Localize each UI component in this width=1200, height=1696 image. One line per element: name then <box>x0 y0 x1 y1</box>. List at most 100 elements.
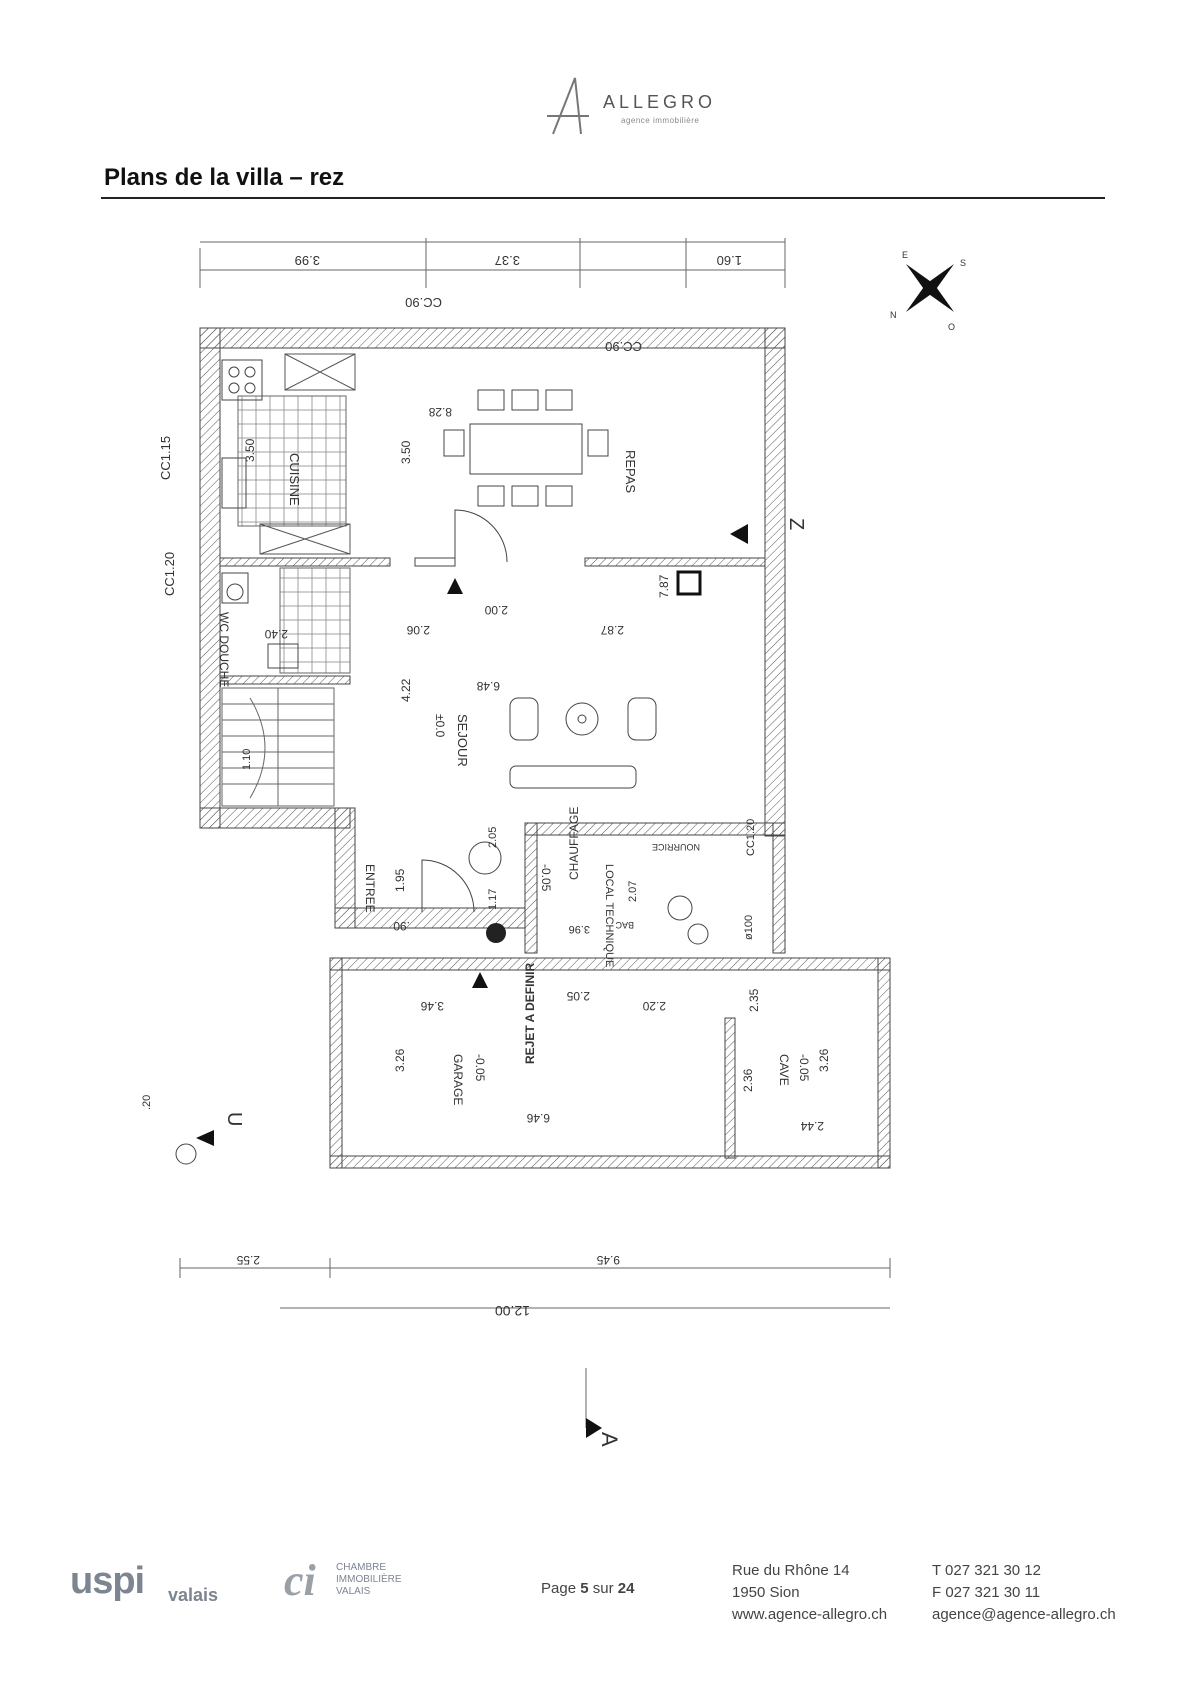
uspi-logo-subtitle: valais <box>168 1585 219 1605</box>
room-entree: ENTREE <box>363 864 377 913</box>
dim-cc120b: CC1.20 <box>745 819 757 856</box>
allegro-logo: ALLEGRO agence immobilière <box>545 74 745 138</box>
page-number: Page 5 sur 24 <box>541 1580 635 1597</box>
shower-tiles <box>279 567 351 674</box>
room-cave: CAVE <box>777 1054 791 1086</box>
page-current: 5 <box>580 1580 589 1597</box>
footer-address: Rue du Rhône 14 1950 Sion www.agence-all… <box>732 1560 887 1626</box>
dim-236: 2.36 <box>741 1068 755 1092</box>
dining-table-icon <box>443 389 609 507</box>
floor-plan: 3.99 3.37 1.60 CC.90 CC.90 N E S O <box>141 238 966 1447</box>
room-garage: GARAGE <box>451 1054 465 1105</box>
page-title: Plans de la villa – rez <box>104 164 345 191</box>
wc-icon <box>221 572 299 669</box>
dim-646: 6.46 <box>526 1111 550 1125</box>
dim-205: 2.05 <box>487 827 499 848</box>
dim-117: 1.17 <box>487 889 499 910</box>
bottom-dimension-lines <box>179 1258 891 1428</box>
fax-number: F 027 321 30 11 <box>932 1584 1041 1601</box>
room-wc-douche: WC DOUCHE <box>217 612 231 687</box>
dim-346: 3.46 <box>420 999 444 1013</box>
entry-fixture-icon <box>468 841 502 875</box>
cabinet-icons <box>259 353 356 555</box>
room-repas: REPAS <box>623 450 638 493</box>
dim-195: 1.95 <box>393 868 407 892</box>
room-cuisine: CUISINE <box>287 453 302 506</box>
ci-logo-text: CHAMBRE IMMOBILIÈRE VALAIS <box>336 1562 402 1597</box>
marker-z-arrow <box>730 524 748 544</box>
sink-icon <box>221 457 247 509</box>
dim-350b: 3.50 <box>399 440 413 464</box>
compass-o: O <box>948 322 955 332</box>
room-sejour: SEJOUR <box>455 714 470 767</box>
dim-648: 6.48 <box>476 679 500 693</box>
dim-350a: 3.50 <box>243 438 257 462</box>
level-garage: -0.05 <box>473 1054 487 1082</box>
room-rejet: REJET A DEFINIR <box>523 963 537 1064</box>
compass-s: S <box>960 258 966 268</box>
marker-a-arrow <box>586 1418 602 1438</box>
dim-205b: 2.05 <box>566 989 590 1003</box>
garage-walls <box>329 957 891 1169</box>
staircase <box>221 687 335 807</box>
living-furniture-icons <box>509 697 657 789</box>
compass-n: N <box>890 310 897 320</box>
title-underline <box>101 197 1105 199</box>
allegro-a-icon <box>547 77 589 135</box>
dim-top-a: 3.99 <box>295 253 320 268</box>
page-total: 24 <box>617 1580 635 1597</box>
address-city: 1950 Sion <box>732 1584 800 1601</box>
dim-422: 4.22 <box>399 678 413 702</box>
level-cave: -0.05 <box>797 1054 811 1082</box>
dim-945: 9.45 <box>596 1253 620 1267</box>
dim-326: 3.26 <box>393 1048 407 1072</box>
marker-u: U <box>223 1112 245 1126</box>
brand-subtitle: agence immobilière <box>621 116 700 125</box>
uspi-logo: uspi <box>70 1560 145 1602</box>
room-chauffage: CHAUFFAGE <box>567 807 581 880</box>
dim-206: 2.06 <box>406 623 430 637</box>
marker-triangle-1 <box>447 578 463 594</box>
compass-e: E <box>902 250 908 260</box>
dim-o100: ø100 <box>743 915 755 940</box>
dim-cc90-a: CC.90 <box>405 295 442 310</box>
footer-contact: T 027 321 30 12 F 027 321 30 11 agence@a… <box>932 1560 1116 1626</box>
dim-110: 1.10 <box>241 749 253 770</box>
brand-name: ALLEGRO <box>603 92 717 112</box>
website-link[interactable]: www.agence-allegro.ch <box>732 1606 888 1623</box>
marker-u-icon <box>175 1130 214 1165</box>
email-link[interactable]: agence@agence-allegro.ch <box>932 1606 1116 1623</box>
dim-787: 7.87 <box>657 574 671 598</box>
room-nourrice: NOURRICE <box>652 842 700 852</box>
dim-200: 2.00 <box>484 603 508 617</box>
marker-triangle-2 <box>472 972 488 988</box>
compass-rose-icon: N E S O <box>890 250 966 332</box>
boiler-icon <box>667 895 709 945</box>
dim-090: .90 <box>393 919 410 933</box>
level-sejour: ±0.0 <box>433 714 447 738</box>
dim-207: 2.07 <box>627 881 639 902</box>
dim-240: 2.40 <box>264 627 288 641</box>
drain-icon <box>486 923 506 943</box>
dim-235: 2.35 <box>747 988 761 1012</box>
room-local-technique: LOCAL TECHNIQUE <box>603 864 615 967</box>
dim-top-c: 1.60 <box>717 253 742 268</box>
top-dimension-lines <box>199 238 786 288</box>
dim-326b: 3.26 <box>817 1048 831 1072</box>
marker-a: A <box>597 1432 622 1447</box>
level-chauffage: -0.05 <box>539 864 553 892</box>
dim-396: 3.96 <box>569 923 590 935</box>
ci-logo: ci <box>284 1556 316 1605</box>
door-arc <box>454 509 508 563</box>
chimney-icon <box>676 570 702 596</box>
kitchen-tiles <box>237 395 347 527</box>
address-street: Rue du Rhône 14 <box>732 1562 850 1579</box>
dim-cc115: CC1.15 <box>158 436 173 480</box>
dim-20: .20 <box>141 1095 153 1110</box>
phone-number[interactable]: T 027 321 30 12 <box>932 1562 1041 1579</box>
dim-287: 2.87 <box>600 623 624 637</box>
dim-cc120: CC1.20 <box>162 552 177 596</box>
marker-z: Z <box>785 518 807 530</box>
dim-220: 2.20 <box>642 999 666 1013</box>
dim-244: 2.44 <box>800 1119 824 1133</box>
